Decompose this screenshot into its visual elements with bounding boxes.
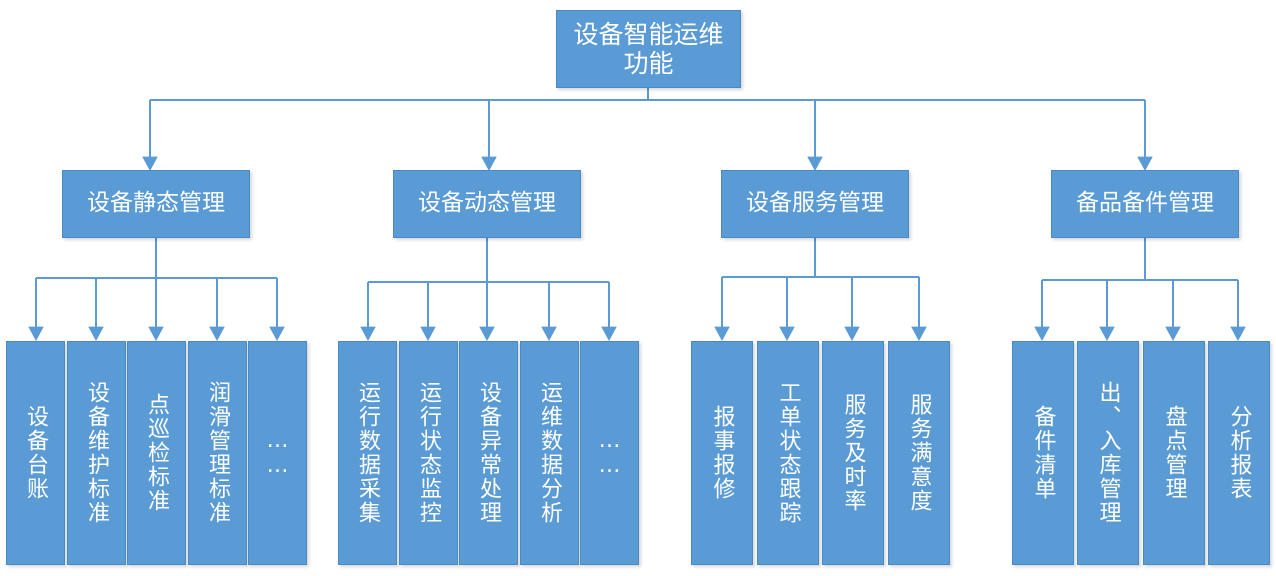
leaf-node-report-repair[interactable]: 报事报修: [691, 341, 753, 565]
leaf-node-label: ……: [265, 428, 291, 478]
leaf-node-analysis-report[interactable]: 分析报表: [1208, 341, 1270, 565]
leaf-node-label: 服务及时率: [840, 393, 866, 513]
leaf-node-label: 出、入库管理: [1095, 381, 1121, 525]
leaf-node-work-order-tracking[interactable]: 工单状态跟踪: [757, 341, 819, 565]
branch-node-label: 设备静态管理: [87, 190, 225, 217]
leaf-node-maintenance-standard[interactable]: 设备维护标准: [67, 341, 126, 565]
leaf-node-label: 设备维护标准: [84, 381, 110, 525]
leaf-node-label: 运行状态监控: [416, 381, 442, 525]
leaf-node-service-satisfaction[interactable]: 服务满意度: [888, 341, 950, 565]
leaf-node-label: 分析报表: [1226, 405, 1252, 501]
leaf-node-spare-parts-list[interactable]: 备件清单: [1012, 341, 1074, 565]
leaf-node-runtime-data-collection[interactable]: 运行数据采集: [338, 341, 397, 565]
leaf-node-label: 运维数据分析: [537, 381, 563, 525]
leaf-node-label: 设备台账: [23, 405, 49, 501]
leaf-node-more-dynamic[interactable]: ……: [580, 341, 639, 565]
leaf-node-label: 工单状态跟踪: [775, 381, 801, 525]
leaf-node-runtime-status-monitoring[interactable]: 运行状态监控: [399, 341, 458, 565]
root-node-equipment-intelligent-om[interactable]: 设备智能运维功能: [556, 10, 741, 88]
leaf-node-service-timeliness-rate[interactable]: 服务及时率: [822, 341, 884, 565]
leaf-node-label: 点巡检标准: [144, 393, 170, 513]
leaf-node-label: 设备异常处理: [476, 381, 502, 525]
leaf-node-inspection-standard[interactable]: 点巡检标准: [127, 341, 186, 565]
branch-node-service-management[interactable]: 设备服务管理: [721, 170, 909, 238]
leaf-node-label: 盘点管理: [1161, 405, 1187, 501]
branch-node-label: 设备服务管理: [746, 190, 884, 217]
branch-node-label: 备品备件管理: [1076, 190, 1214, 217]
leaf-node-equipment-ledger[interactable]: 设备台账: [6, 341, 65, 565]
leaf-node-label: 报事报修: [709, 405, 735, 501]
root-node-label: 设备智能运维功能: [573, 19, 724, 79]
leaf-node-more-static[interactable]: ……: [248, 341, 307, 565]
leaf-node-label: 服务满意度: [906, 393, 932, 513]
leaf-node-label: ……: [597, 428, 623, 478]
branch-node-dynamic-management[interactable]: 设备动态管理: [393, 170, 581, 238]
leaf-node-lubrication-standard[interactable]: 润滑管理标准: [188, 341, 247, 565]
leaf-node-stocktaking-management[interactable]: 盘点管理: [1143, 341, 1205, 565]
branch-node-static-management[interactable]: 设备静态管理: [62, 170, 250, 238]
leaf-node-label: 润滑管理标准: [205, 381, 231, 525]
leaf-node-inbound-outbound-management[interactable]: 出、入库管理: [1077, 341, 1139, 565]
leaf-node-equipment-exception-handling[interactable]: 设备异常处理: [459, 341, 518, 565]
branch-node-spare-parts-management[interactable]: 备品备件管理: [1051, 170, 1239, 238]
branch-node-label: 设备动态管理: [418, 190, 556, 217]
leaf-node-label: 运行数据采集: [355, 381, 381, 525]
leaf-node-label: 备件清单: [1030, 405, 1056, 501]
leaf-node-om-data-analysis[interactable]: 运维数据分析: [520, 341, 579, 565]
